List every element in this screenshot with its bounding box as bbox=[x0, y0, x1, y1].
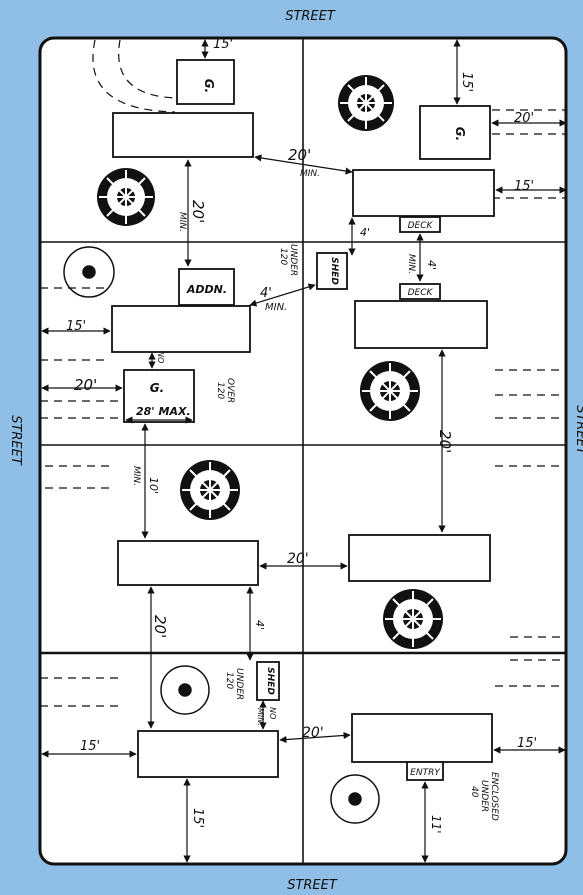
shrub-icon bbox=[63, 246, 380, 824]
note-under-3: UNDER bbox=[479, 780, 489, 812]
note-40: 40 bbox=[469, 786, 479, 798]
street-label-top: STREET bbox=[285, 9, 336, 24]
dim-15-right-top: 15' bbox=[459, 72, 474, 92]
tree-icon bbox=[338, 75, 394, 131]
dim-10: 10' bbox=[147, 477, 160, 494]
dim-20-vertical: 20' bbox=[189, 200, 207, 223]
dim-20-between: 20' bbox=[288, 146, 311, 164]
dim-15-bottom: 15' bbox=[190, 808, 205, 828]
house-1 bbox=[112, 112, 254, 158]
note-120-1: 120 bbox=[278, 248, 288, 265]
dim-28-max: 28' MAX. bbox=[136, 405, 191, 418]
note-120-3: 120 bbox=[224, 672, 234, 689]
garage-3 bbox=[123, 369, 195, 423]
dim-min-4: MIN. bbox=[265, 302, 287, 313]
garage-1-label: G. bbox=[202, 79, 216, 93]
trees bbox=[63, 75, 443, 824]
garage-1 bbox=[176, 59, 235, 105]
street-label-right: STREET bbox=[573, 405, 583, 456]
lot-lines bbox=[40, 38, 566, 864]
dim-15-top: 15' bbox=[213, 37, 233, 52]
dim-4-deck: 4' bbox=[425, 260, 438, 270]
dim-20-middle: 20' bbox=[287, 551, 309, 567]
house-7 bbox=[137, 730, 279, 778]
dim-15-right: 15' bbox=[514, 179, 534, 194]
tree-icon bbox=[180, 460, 240, 520]
dim-no: NO bbox=[156, 351, 165, 363]
dim-4-shed: 4' bbox=[360, 226, 370, 239]
house-2 bbox=[352, 169, 495, 217]
shed-2 bbox=[256, 661, 280, 701]
street-label-left: STREET bbox=[8, 415, 23, 466]
dim-20-bottom: 20' bbox=[302, 725, 324, 741]
dim-15-bottom-right: 15' bbox=[517, 736, 537, 751]
dim-20-driveway: 20' bbox=[514, 111, 534, 126]
house-4 bbox=[354, 300, 488, 349]
entry-label: ENTRY bbox=[410, 768, 441, 778]
dim-15-left: 15' bbox=[66, 319, 86, 334]
dim-4-lower: 4' bbox=[253, 620, 266, 630]
addition bbox=[178, 268, 235, 306]
dim-20-lower: 20' bbox=[151, 615, 169, 638]
house-6 bbox=[348, 534, 491, 582]
house-8 bbox=[351, 713, 493, 763]
dim-min-1: MIN. bbox=[300, 169, 320, 179]
note-under-2: UNDER bbox=[234, 668, 244, 700]
shed-2-label: SHED bbox=[265, 667, 275, 695]
dim-20-left: 20' bbox=[74, 376, 97, 394]
dim-15-bottom-left: 15' bbox=[80, 739, 100, 754]
garage-2 bbox=[419, 105, 491, 160]
dim-no-lower: NO bbox=[268, 707, 277, 719]
deck-1-label: DECK bbox=[408, 221, 434, 231]
note-120-2: 120 bbox=[215, 382, 225, 399]
buildings bbox=[111, 59, 495, 781]
street-label-bottom: STREET bbox=[287, 878, 338, 893]
shed-1 bbox=[316, 252, 348, 290]
dim-20-right-vertical: 20' bbox=[436, 430, 454, 453]
addition-label: ADDN. bbox=[186, 283, 227, 296]
dim-11: 11' bbox=[429, 815, 443, 834]
dim-4-addn: 4' bbox=[260, 286, 272, 301]
dim-min-3: MIN. bbox=[406, 254, 416, 274]
driveway-lines bbox=[40, 39, 566, 707]
dimension-lines bbox=[41, 39, 567, 863]
deck-1 bbox=[399, 216, 441, 233]
note-under-1: UNDER bbox=[288, 244, 298, 276]
note-over: OVER bbox=[225, 378, 235, 403]
shed-1-label: SHED bbox=[329, 257, 339, 285]
deck-2 bbox=[399, 283, 441, 300]
dim-min-6: MIN. bbox=[256, 708, 265, 726]
garage-2-label: G. bbox=[453, 127, 467, 141]
tree-icon bbox=[360, 361, 420, 421]
deck-2-label: DECK bbox=[408, 288, 434, 298]
dim-min-5: MIN. bbox=[131, 466, 141, 486]
dim-min-2: MIN. bbox=[177, 212, 187, 232]
house-3 bbox=[111, 305, 251, 353]
entry-box bbox=[406, 761, 444, 781]
tree-icon bbox=[383, 589, 443, 649]
house-5 bbox=[117, 540, 259, 586]
tree-icon bbox=[97, 168, 155, 226]
note-enclosed: ENCLOSED bbox=[489, 772, 499, 821]
garage-3-label: G. bbox=[150, 381, 164, 395]
